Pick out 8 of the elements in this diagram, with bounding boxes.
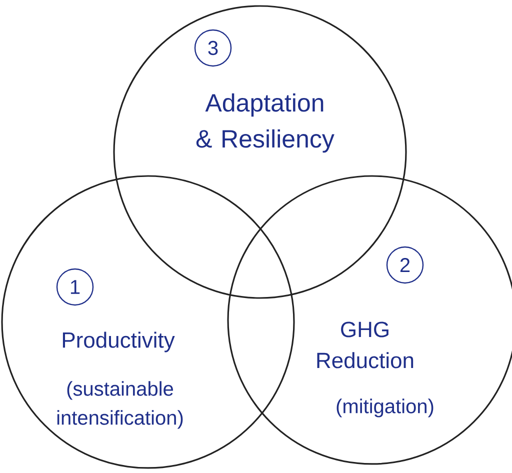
circle-label: (mitigation) [336,398,434,418]
number-badge: 3 [194,29,232,67]
number-badge: 1 [56,268,94,306]
circle-label: Productivity [62,332,175,352]
circle-label: Adaptation & Resiliency [196,93,334,153]
circle-label: GHG Reduction [317,322,414,368]
number-badge: 2 [386,246,424,284]
circle-label: (sustainable intensification) [57,381,183,429]
